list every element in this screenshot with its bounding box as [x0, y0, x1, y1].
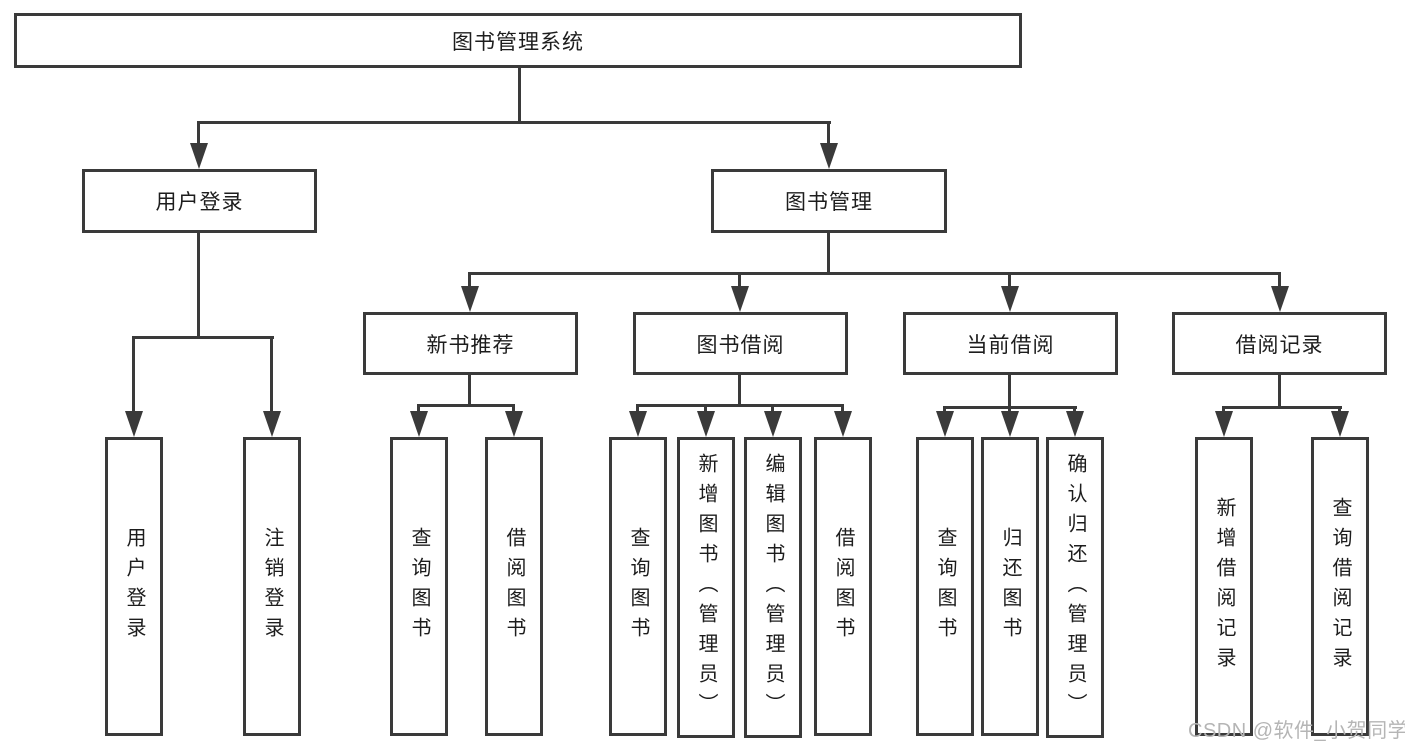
arrow-down-borrow-records: [1271, 286, 1289, 312]
node-label-book-management: 图书管理: [785, 191, 873, 214]
connector-drop-borrow-records: [1278, 272, 1281, 289]
leaf-label-borrow-books-recommend: 借阅图书: [503, 526, 525, 647]
node-label-book-borrow: 图书借阅: [696, 333, 785, 357]
leaf-label-return-books: 归还图书: [999, 526, 1021, 647]
leaf-box-borrow-books-recommend: 借阅图书: [485, 437, 543, 736]
arrow-down-book-management: [820, 143, 838, 169]
arrow-down-new-rec: [461, 286, 479, 312]
connector-new-rec-bar: [417, 404, 515, 407]
node-label-borrow-records: 借阅记录: [1235, 333, 1324, 357]
leaf-label-query-books-current: 查询图书: [934, 526, 956, 647]
arrow-down-bb-query: [629, 411, 647, 437]
node-box-user-login: 用户登录: [82, 169, 317, 233]
arrow-down-cb-return: [1001, 411, 1019, 437]
connector-drop-bb-edit: [771, 404, 774, 414]
arrow-down-bb-add: [697, 411, 715, 437]
arrow-down-cb-query: [936, 411, 954, 437]
connector-current-stem: [1008, 375, 1011, 408]
connector-book-borrow-stem: [738, 375, 741, 406]
connector-drop-bb-add: [704, 404, 707, 414]
arrow-down-br-query: [1331, 411, 1349, 437]
leaf-label-borrow-books-borrow: 借阅图书: [832, 526, 854, 647]
arrow-down-nr-borrow: [505, 411, 523, 437]
connector-records-stem: [1278, 375, 1281, 408]
leaf-box-query-books-borrow: 查询图书: [609, 437, 667, 736]
node-box-book-borrow: 图书借阅: [633, 312, 848, 375]
leaf-label-user-login: 用户登录: [123, 526, 145, 647]
node-label-current-borrow: 当前借阅: [966, 333, 1055, 357]
connector-book-mgmt-bar: [468, 272, 1281, 275]
connector-drop-nr-query: [417, 404, 420, 414]
node-box-current-borrow: 当前借阅: [903, 312, 1118, 375]
leaf-label-query-borrow-record: 查询借阅记录: [1329, 496, 1351, 677]
node-box-book-management: 图书管理: [711, 169, 947, 233]
node-box-root: 图书管理系统: [14, 13, 1022, 68]
leaf-label-edit-books-admin: 编辑图书（管理员）: [762, 452, 784, 723]
connector-user-login-bar: [132, 336, 274, 339]
leaf-box-borrow-books-borrow: 借阅图书: [814, 437, 872, 736]
connector-user-login-stem: [197, 233, 200, 336]
arrow-down-br-add: [1215, 411, 1233, 437]
leaf-box-user-login: 用户登录: [105, 437, 163, 736]
arrow-down-current-borrow: [1001, 286, 1019, 312]
arrow-down-leaf-logout: [263, 411, 281, 437]
node-label-root: 图书管理系统: [452, 30, 584, 54]
connector-root-stem: [518, 68, 521, 121]
connector-drop-leaf-logout: [270, 336, 273, 413]
leaf-box-query-books-recommend: 查询图书: [390, 437, 448, 736]
connector-drop-cb-confirm: [1073, 406, 1076, 414]
connector-drop-current-borrow: [1008, 272, 1011, 289]
arrow-down-user-login: [190, 143, 208, 169]
leaf-box-query-borrow-record: 查询借阅记录: [1311, 437, 1369, 736]
leaf-box-confirm-return-admin: 确认归还（管理员）: [1046, 437, 1104, 738]
csdn-watermark: CSDN @软件_小贺同学: [1188, 720, 1405, 742]
connector-drop-bb-borrow: [841, 404, 844, 414]
node-label-user-login: 用户登录: [155, 191, 244, 214]
connector-records-bar: [1222, 406, 1342, 409]
arrow-down-book-borrow: [731, 286, 749, 312]
node-box-new-book-recommend: 新书推荐: [363, 312, 578, 375]
connector-drop-new-rec: [468, 272, 471, 289]
connector-drop-nr-borrow: [512, 404, 515, 414]
connector-book-borrow-bar: [636, 404, 844, 407]
node-label-new-book-recommend: 新书推荐: [426, 333, 515, 357]
leaf-box-query-books-current: 查询图书: [916, 437, 974, 736]
connector-drop-br-query: [1338, 406, 1341, 414]
arrow-down-bb-borrow: [834, 411, 852, 437]
leaf-label-confirm-return-admin: 确认归还（管理员）: [1064, 452, 1086, 723]
leaf-label-query-books-recommend: 查询图书: [408, 526, 430, 647]
leaf-label-logout: 注销登录: [261, 526, 283, 647]
leaf-label-add-borrow-record: 新增借阅记录: [1213, 496, 1235, 677]
connector-drop-user-login: [197, 121, 200, 146]
connector-drop-cb-return: [1008, 406, 1011, 414]
leaf-box-edit-books-admin: 编辑图书（管理员）: [744, 437, 802, 738]
arrow-down-cb-confirm: [1066, 411, 1084, 437]
connector-book-mgmt-stem: [827, 233, 830, 274]
connector-drop-leaf-login: [132, 336, 135, 413]
connector-drop-bb-query: [636, 404, 639, 414]
arrow-down-bb-edit: [764, 411, 782, 437]
arrow-down-nr-query: [410, 411, 428, 437]
connector-new-rec-stem: [468, 375, 471, 406]
connector-drop-book-borrow: [738, 272, 741, 289]
leaf-box-return-books: 归还图书: [981, 437, 1039, 736]
connector-drop-cb-query: [943, 406, 946, 414]
node-box-borrow-records: 借阅记录: [1172, 312, 1387, 375]
leaf-box-add-books-admin: 新增图书（管理员）: [677, 437, 735, 738]
connector-drop-book-management: [827, 121, 830, 146]
leaf-label-add-books-admin: 新增图书（管理员）: [695, 452, 717, 723]
connector-drop-br-add: [1222, 406, 1225, 414]
leaf-label-query-books-borrow: 查询图书: [627, 526, 649, 647]
leaf-box-logout: 注销登录: [243, 437, 301, 736]
arrow-down-leaf-login: [125, 411, 143, 437]
connector-root-bar: [197, 121, 831, 124]
leaf-box-add-borrow-record: 新增借阅记录: [1195, 437, 1253, 736]
